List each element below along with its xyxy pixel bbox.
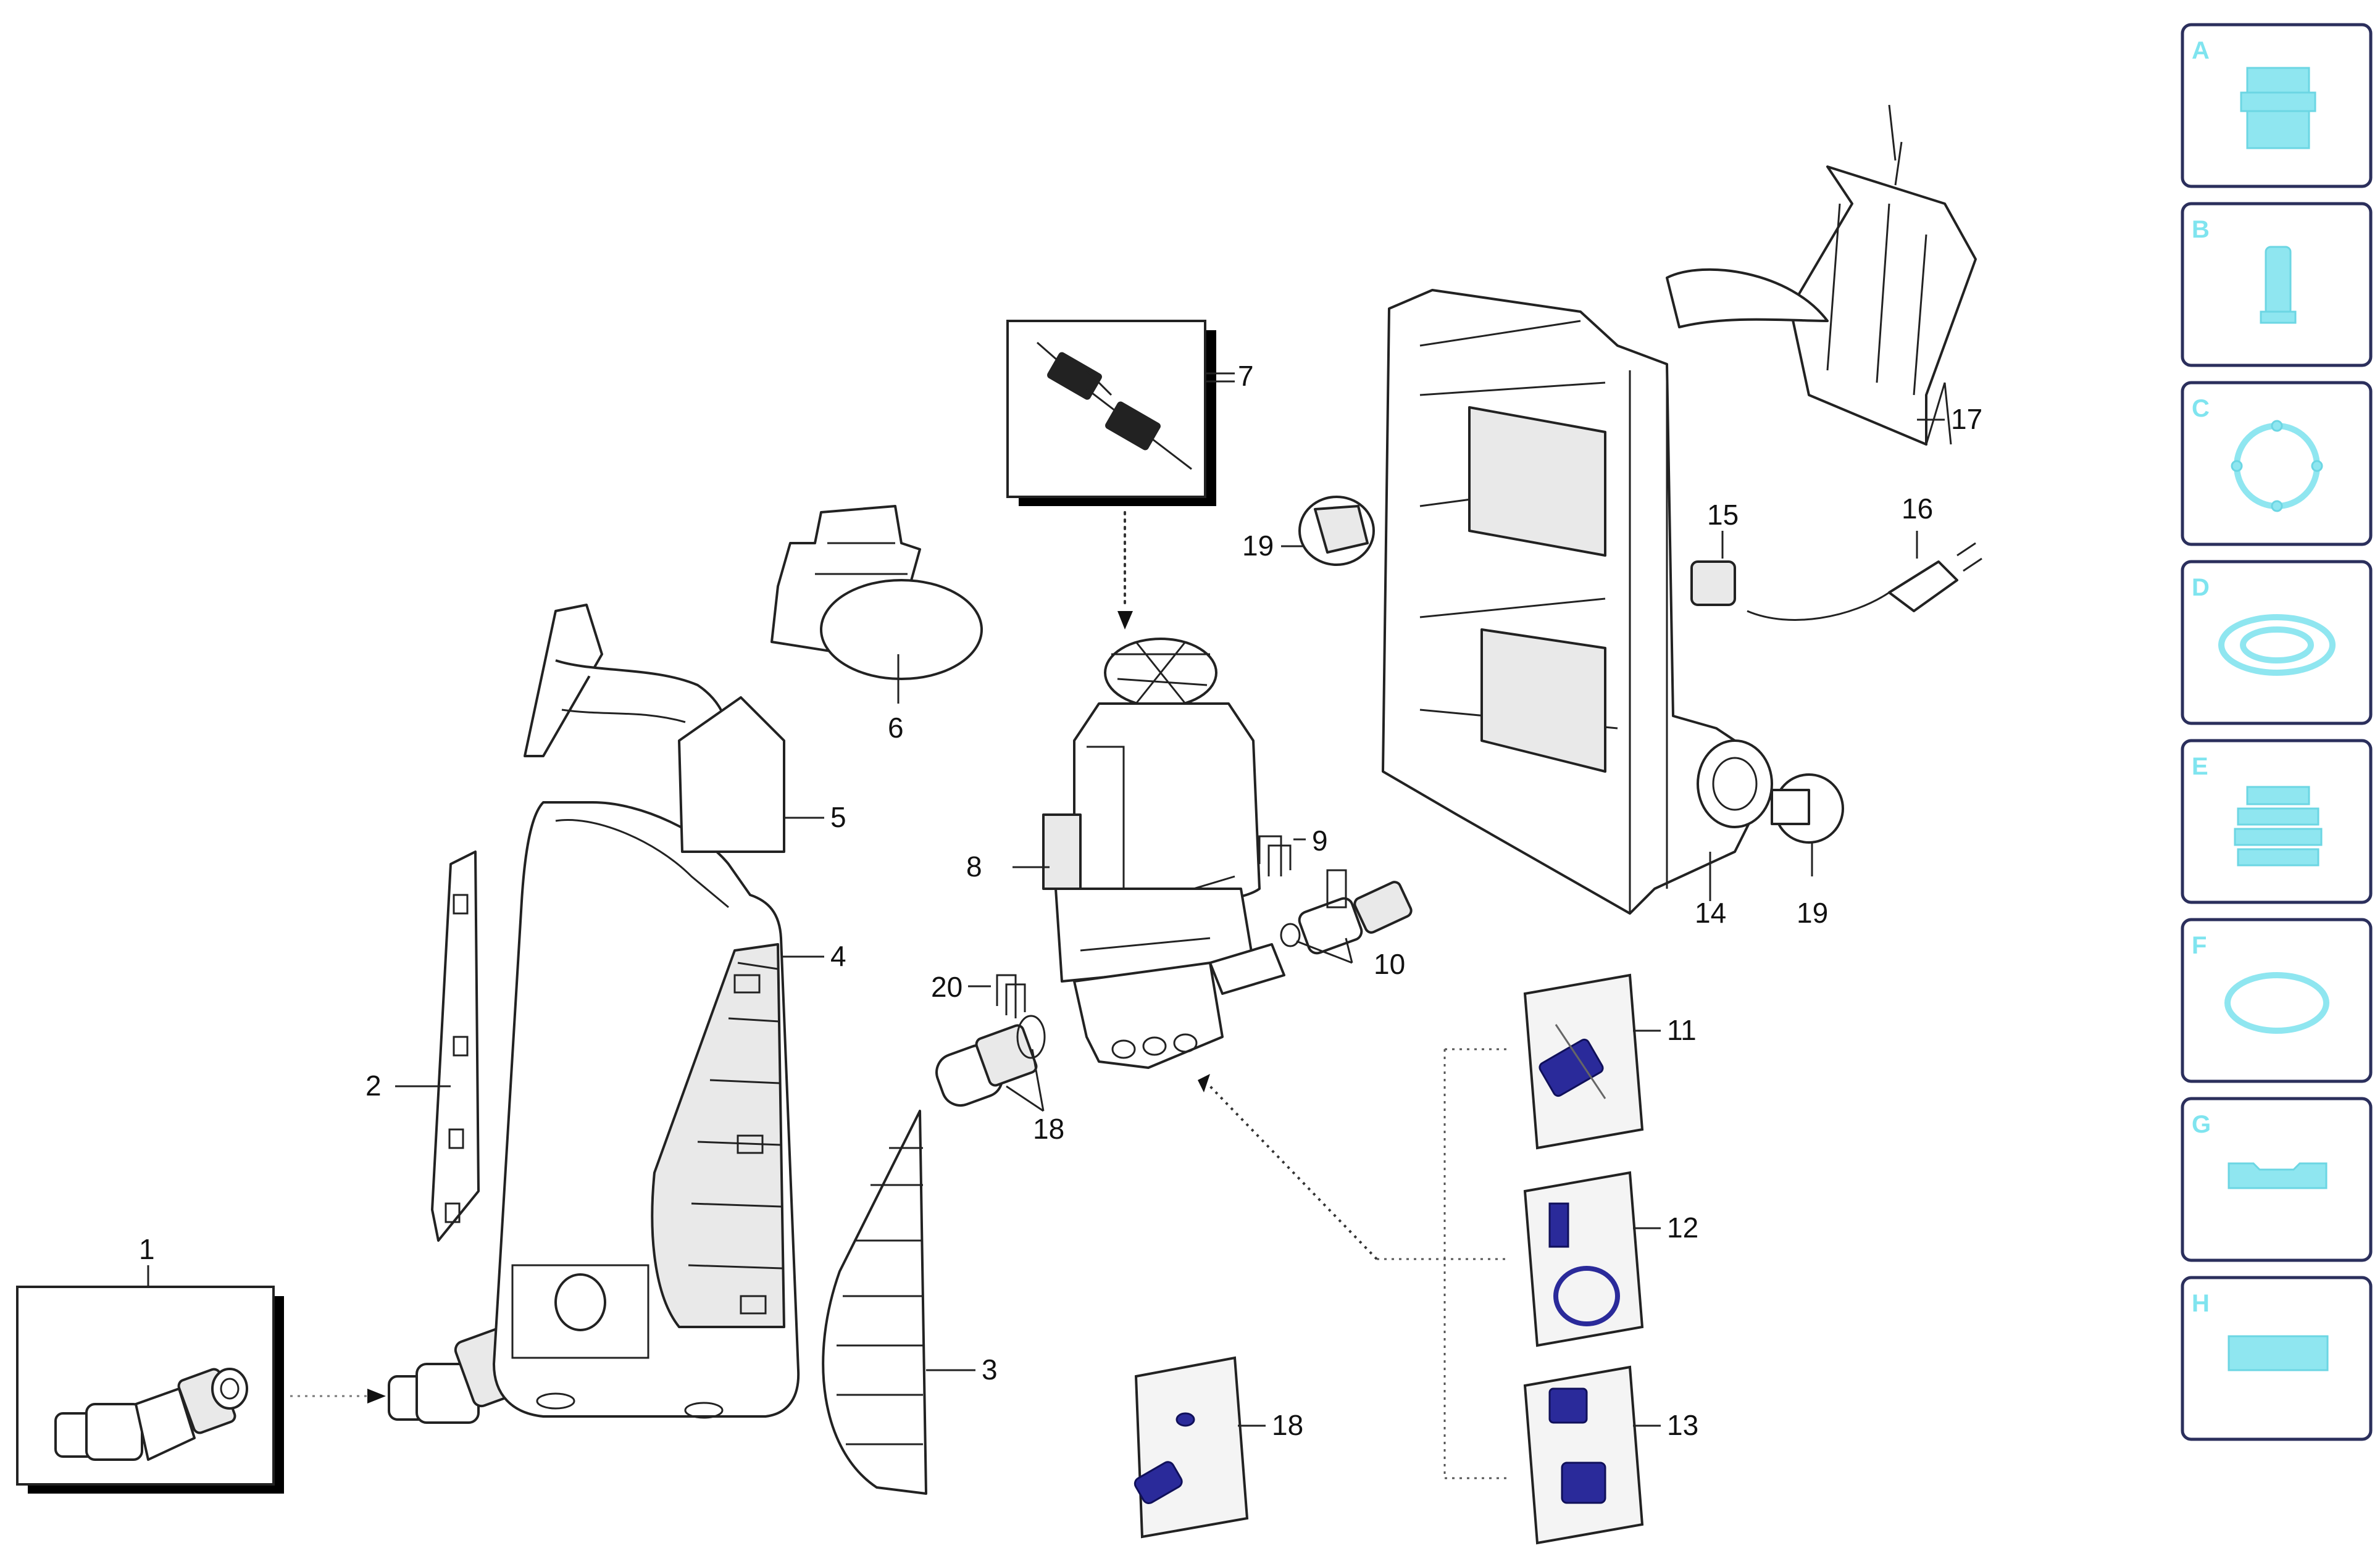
part-3-side-panel[interactable]: [822, 1110, 927, 1495]
flat-gasket-icon: [2228, 1162, 2328, 1189]
callout-17: 17: [1951, 403, 1982, 435]
callout-7: 7: [1238, 360, 1254, 392]
legend-item-d[interactable]: D: [2181, 560, 2373, 725]
callout-5: 5: [830, 801, 846, 833]
legend-letter-f: F: [2192, 932, 2207, 959]
legend-item-c[interactable]: C: [2181, 381, 2373, 546]
part-8-motor-pump[interactable]: [1042, 638, 1285, 1069]
legend-letter-a: A: [2192, 37, 2210, 64]
quick-coupling-icon: [2240, 67, 2316, 149]
o-ring-icon: [2224, 972, 2329, 1034]
pad-icon: [2228, 1335, 2329, 1371]
part-9-clip[interactable]: [1258, 835, 1292, 876]
part-4-main-housing[interactable]: [493, 801, 800, 1419]
part-16-power-cord[interactable]: [1747, 542, 1982, 621]
bellows-icon: [2234, 786, 2323, 867]
callout-10: 10: [1374, 948, 1405, 980]
part-20-clip[interactable]: [996, 974, 1026, 1018]
callout-15: 15: [1707, 499, 1739, 531]
legend-item-b[interactable]: B: [2181, 202, 2373, 367]
callout-1: 1: [139, 1233, 155, 1265]
callout-3: 3: [982, 1353, 998, 1386]
legend-item-a[interactable]: A: [2181, 23, 2373, 188]
callout-12: 12: [1667, 1212, 1698, 1244]
cylinder-icon: [2260, 246, 2297, 324]
part-19-knob-left[interactable]: [1298, 496, 1375, 566]
callout-18-inlet: 18: [1033, 1113, 1064, 1145]
ring-clip-icon: [2231, 420, 2323, 512]
part-17-hose-holder[interactable]: [1666, 104, 1977, 446]
legend-letter-g: G: [2192, 1111, 2211, 1138]
part-6-cap[interactable]: [770, 505, 983, 680]
legend-item-h[interactable]: H: [2181, 1276, 2373, 1441]
legend-item-e[interactable]: E: [2181, 739, 2373, 904]
part-18-inlet-fitting[interactable]: [932, 1015, 1046, 1111]
part-5-handle[interactable]: [524, 604, 785, 853]
callout-13: 13: [1667, 1409, 1698, 1441]
legend-letter-d: D: [2192, 574, 2210, 601]
part-7-carbon-brushes-inset[interactable]: [1006, 320, 1216, 506]
callout-4: 4: [830, 940, 846, 972]
callout-6: 6: [888, 712, 904, 744]
callout-2: 2: [365, 1070, 382, 1102]
legend-letter-b: B: [2192, 216, 2210, 243]
part-13-kit-bag[interactable]: [1523, 1365, 1644, 1545]
legend-column: A B C: [2181, 23, 2373, 1441]
callout-8: 8: [966, 850, 982, 883]
callout-20: 20: [931, 971, 962, 1003]
part-14-frame[interactable]: [1382, 289, 1773, 915]
legend-item-g[interactable]: G: [2181, 1097, 2373, 1262]
legend-item-f[interactable]: F: [2181, 918, 2373, 1083]
callout-16: 16: [1902, 493, 1933, 525]
legend-letter-h: H: [2192, 1290, 2210, 1317]
callout-19-bottom: 19: [1797, 897, 1828, 929]
legend-letter-e: E: [2192, 753, 2208, 780]
callout-19-top: 19: [1242, 530, 1274, 562]
seal-ring-icon: [2218, 614, 2336, 676]
part-19-knob-right[interactable]: [1771, 773, 1844, 844]
callout-18-kit: 18: [1272, 1409, 1303, 1441]
part-12-kit-bag[interactable]: [1523, 1171, 1644, 1347]
part-11-kit-bag[interactable]: [1523, 973, 1644, 1150]
callout-9: 9: [1312, 825, 1328, 857]
part-2-side-strip[interactable]: [431, 850, 480, 1242]
legend-letter-c: C: [2192, 395, 2210, 422]
part-15-connector[interactable]: [1690, 560, 1736, 606]
callout-11: 11: [1667, 1014, 1697, 1046]
part-18-kit-bag[interactable]: [1133, 1356, 1249, 1539]
part-1-coupling-inset[interactable]: [16, 1286, 284, 1494]
callout-14: 14: [1695, 897, 1726, 929]
